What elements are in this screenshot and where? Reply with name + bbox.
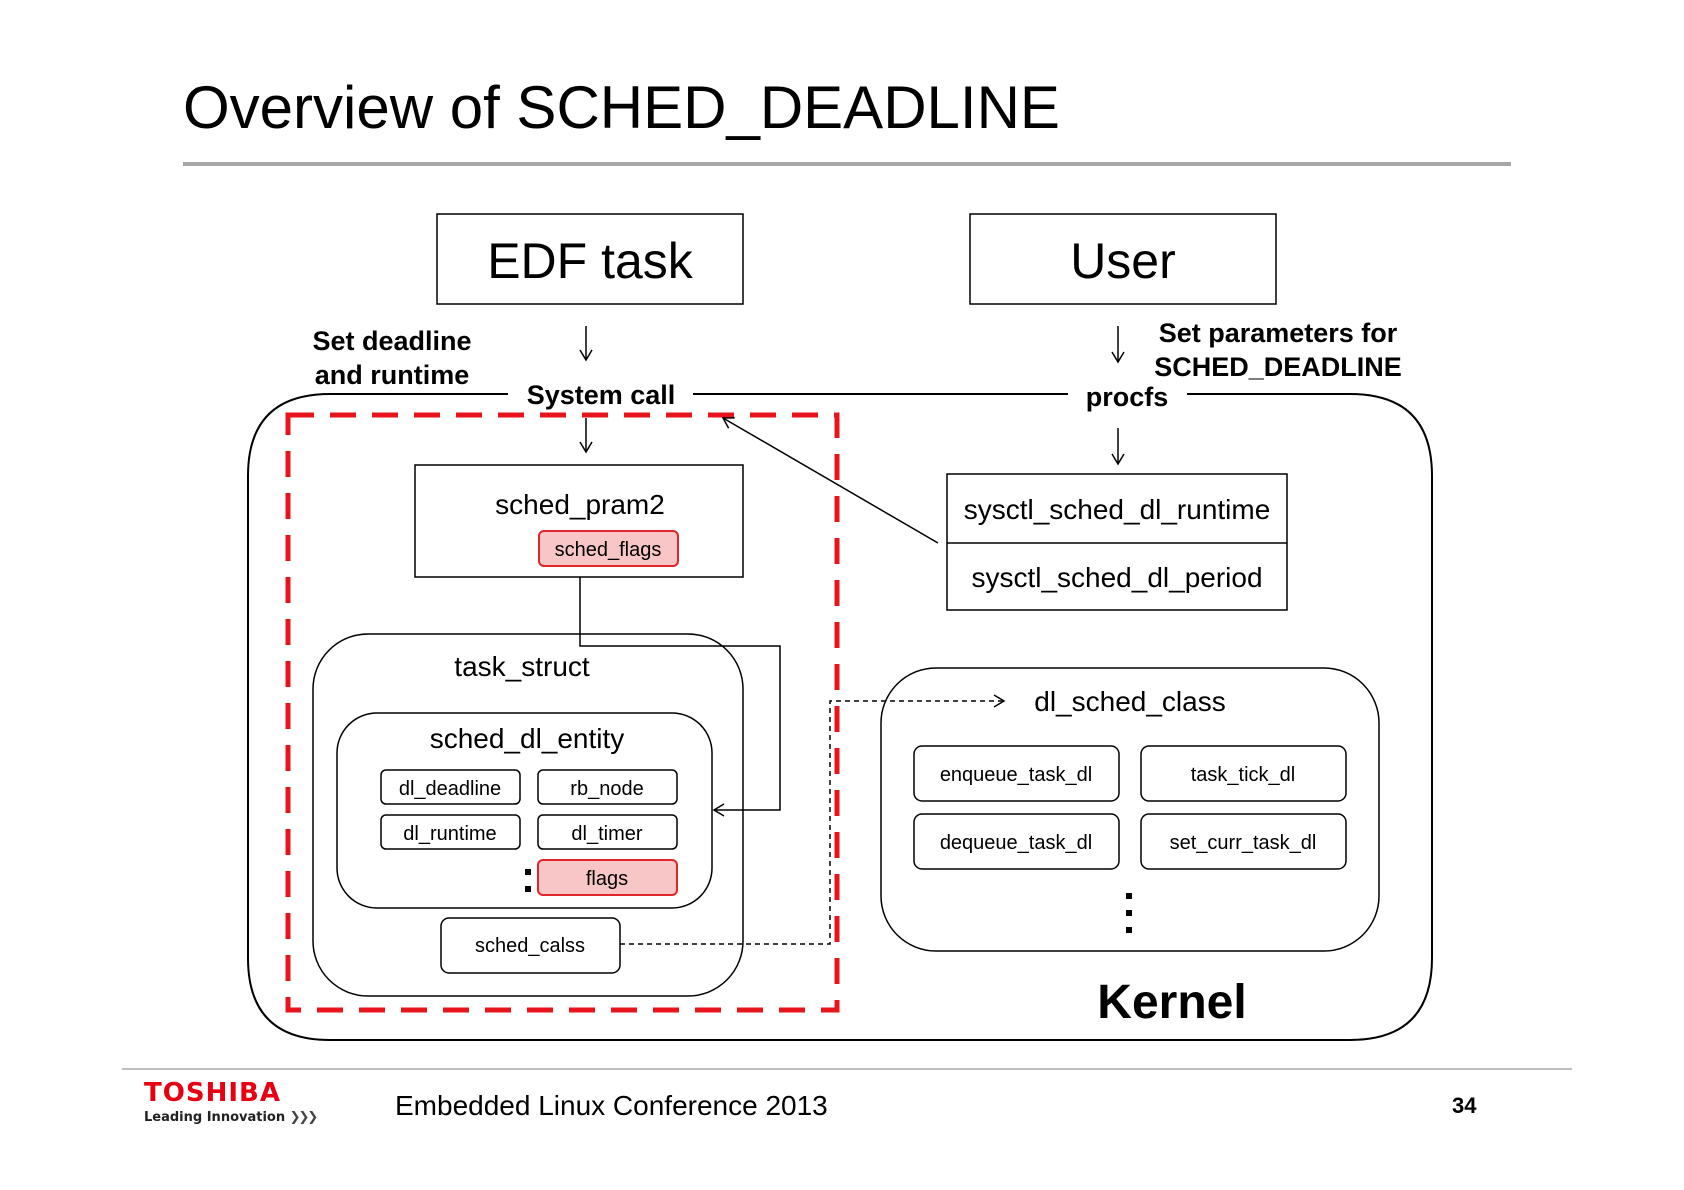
procfs-label: procfs — [1086, 382, 1169, 412]
set-runtime-label: and runtime — [315, 360, 470, 390]
arrow-sysctl-to-syscall — [721, 417, 939, 544]
dequeue-task-dl-label: dequeue_task_dl — [940, 832, 1092, 854]
user-box — [969, 213, 1277, 305]
dl-timer-field — [537, 814, 678, 850]
slide-title: Overview of SCHED_DEADLINE — [183, 74, 1060, 141]
kernel-label: Kernel — [1097, 976, 1246, 1029]
logo-tagline-row: Leading Innovation ❯❯❯ — [144, 1110, 319, 1125]
sysctl-box — [946, 473, 1288, 611]
rb-node-label: rb_node — [570, 778, 643, 800]
set-curr-task-dl-label: set_curr_task_dl — [1170, 832, 1317, 854]
chevron-right-icon: ❯❯❯ — [289, 1110, 319, 1125]
task-tick-dl-field — [1140, 745, 1347, 802]
sched-flags-field — [538, 530, 679, 567]
logo-name: TOSHIBA — [144, 1078, 281, 1108]
edf-task-label: EDF task — [487, 233, 694, 289]
dl-sched-class-label: dl_sched_class — [1034, 686, 1225, 717]
sysctl-runtime-label: sysctl_sched_dl_runtime — [964, 494, 1271, 525]
title-rule — [183, 162, 1511, 166]
sched-calss-field — [440, 917, 621, 974]
flags-field — [537, 859, 678, 896]
enqueue-task-dl-field — [913, 745, 1120, 802]
sched-deadline-label: SCHED_DEADLINE — [1154, 352, 1402, 382]
dl-deadline-field — [380, 769, 521, 805]
sched-flags-label: sched_flags — [555, 539, 662, 561]
arrow-sched-flags-to-entity — [579, 577, 781, 817]
conference-name: Embedded Linux Conference 2013 — [395, 1090, 828, 1121]
task-struct-label: task_struct — [454, 651, 590, 682]
task-struct-box — [312, 633, 744, 997]
arrow-sched-calss-to-dl-sched-class — [620, 694, 1006, 945]
footer-rule — [122, 1068, 1572, 1070]
system-call-label: System call — [527, 380, 676, 410]
class-ellipsis-dot-1 — [1126, 893, 1132, 899]
entity-ellipsis-dot-1 — [525, 869, 531, 875]
kernel-region — [247, 393, 1433, 1041]
dl-timer-label: dl_timer — [571, 823, 642, 845]
class-ellipsis-dot-2 — [1126, 910, 1132, 916]
set-deadline-label: Set deadline — [312, 326, 471, 356]
entity-ellipsis-dot-2 — [525, 886, 531, 892]
rb-node-field — [537, 769, 678, 805]
page-number: 34 — [1452, 1093, 1477, 1118]
enqueue-task-dl-label: enqueue_task_dl — [940, 764, 1092, 786]
task-tick-dl-label: task_tick_dl — [1191, 764, 1296, 786]
flags-label: flags — [586, 868, 628, 890]
logo-tagline: Leading Innovation — [144, 1110, 286, 1125]
dl-runtime-field — [380, 814, 521, 850]
dl-deadline-label: dl_deadline — [399, 778, 501, 800]
edf-task-box — [436, 213, 744, 305]
dl-sched-class-box — [880, 667, 1380, 952]
edf-dashed-region — [285, 412, 840, 1013]
sysctl-period-label: sysctl_sched_dl_period — [971, 562, 1262, 593]
dl-runtime-label: dl_runtime — [403, 823, 496, 845]
sched-dl-entity-label: sched_dl_entity — [430, 723, 625, 754]
user-label: User — [1070, 233, 1176, 289]
set-params-label: Set parameters for — [1159, 318, 1398, 348]
sched-calss-label: sched_calss — [475, 935, 585, 957]
class-ellipsis-dot-3 — [1126, 927, 1132, 933]
sched-pram2-label: sched_pram2 — [495, 489, 665, 520]
set-curr-task-dl-field — [1140, 813, 1347, 870]
toshiba-logo: TOSHIBA Leading Innovation ❯❯❯ — [144, 1078, 319, 1125]
dequeue-task-dl-field — [913, 813, 1120, 870]
